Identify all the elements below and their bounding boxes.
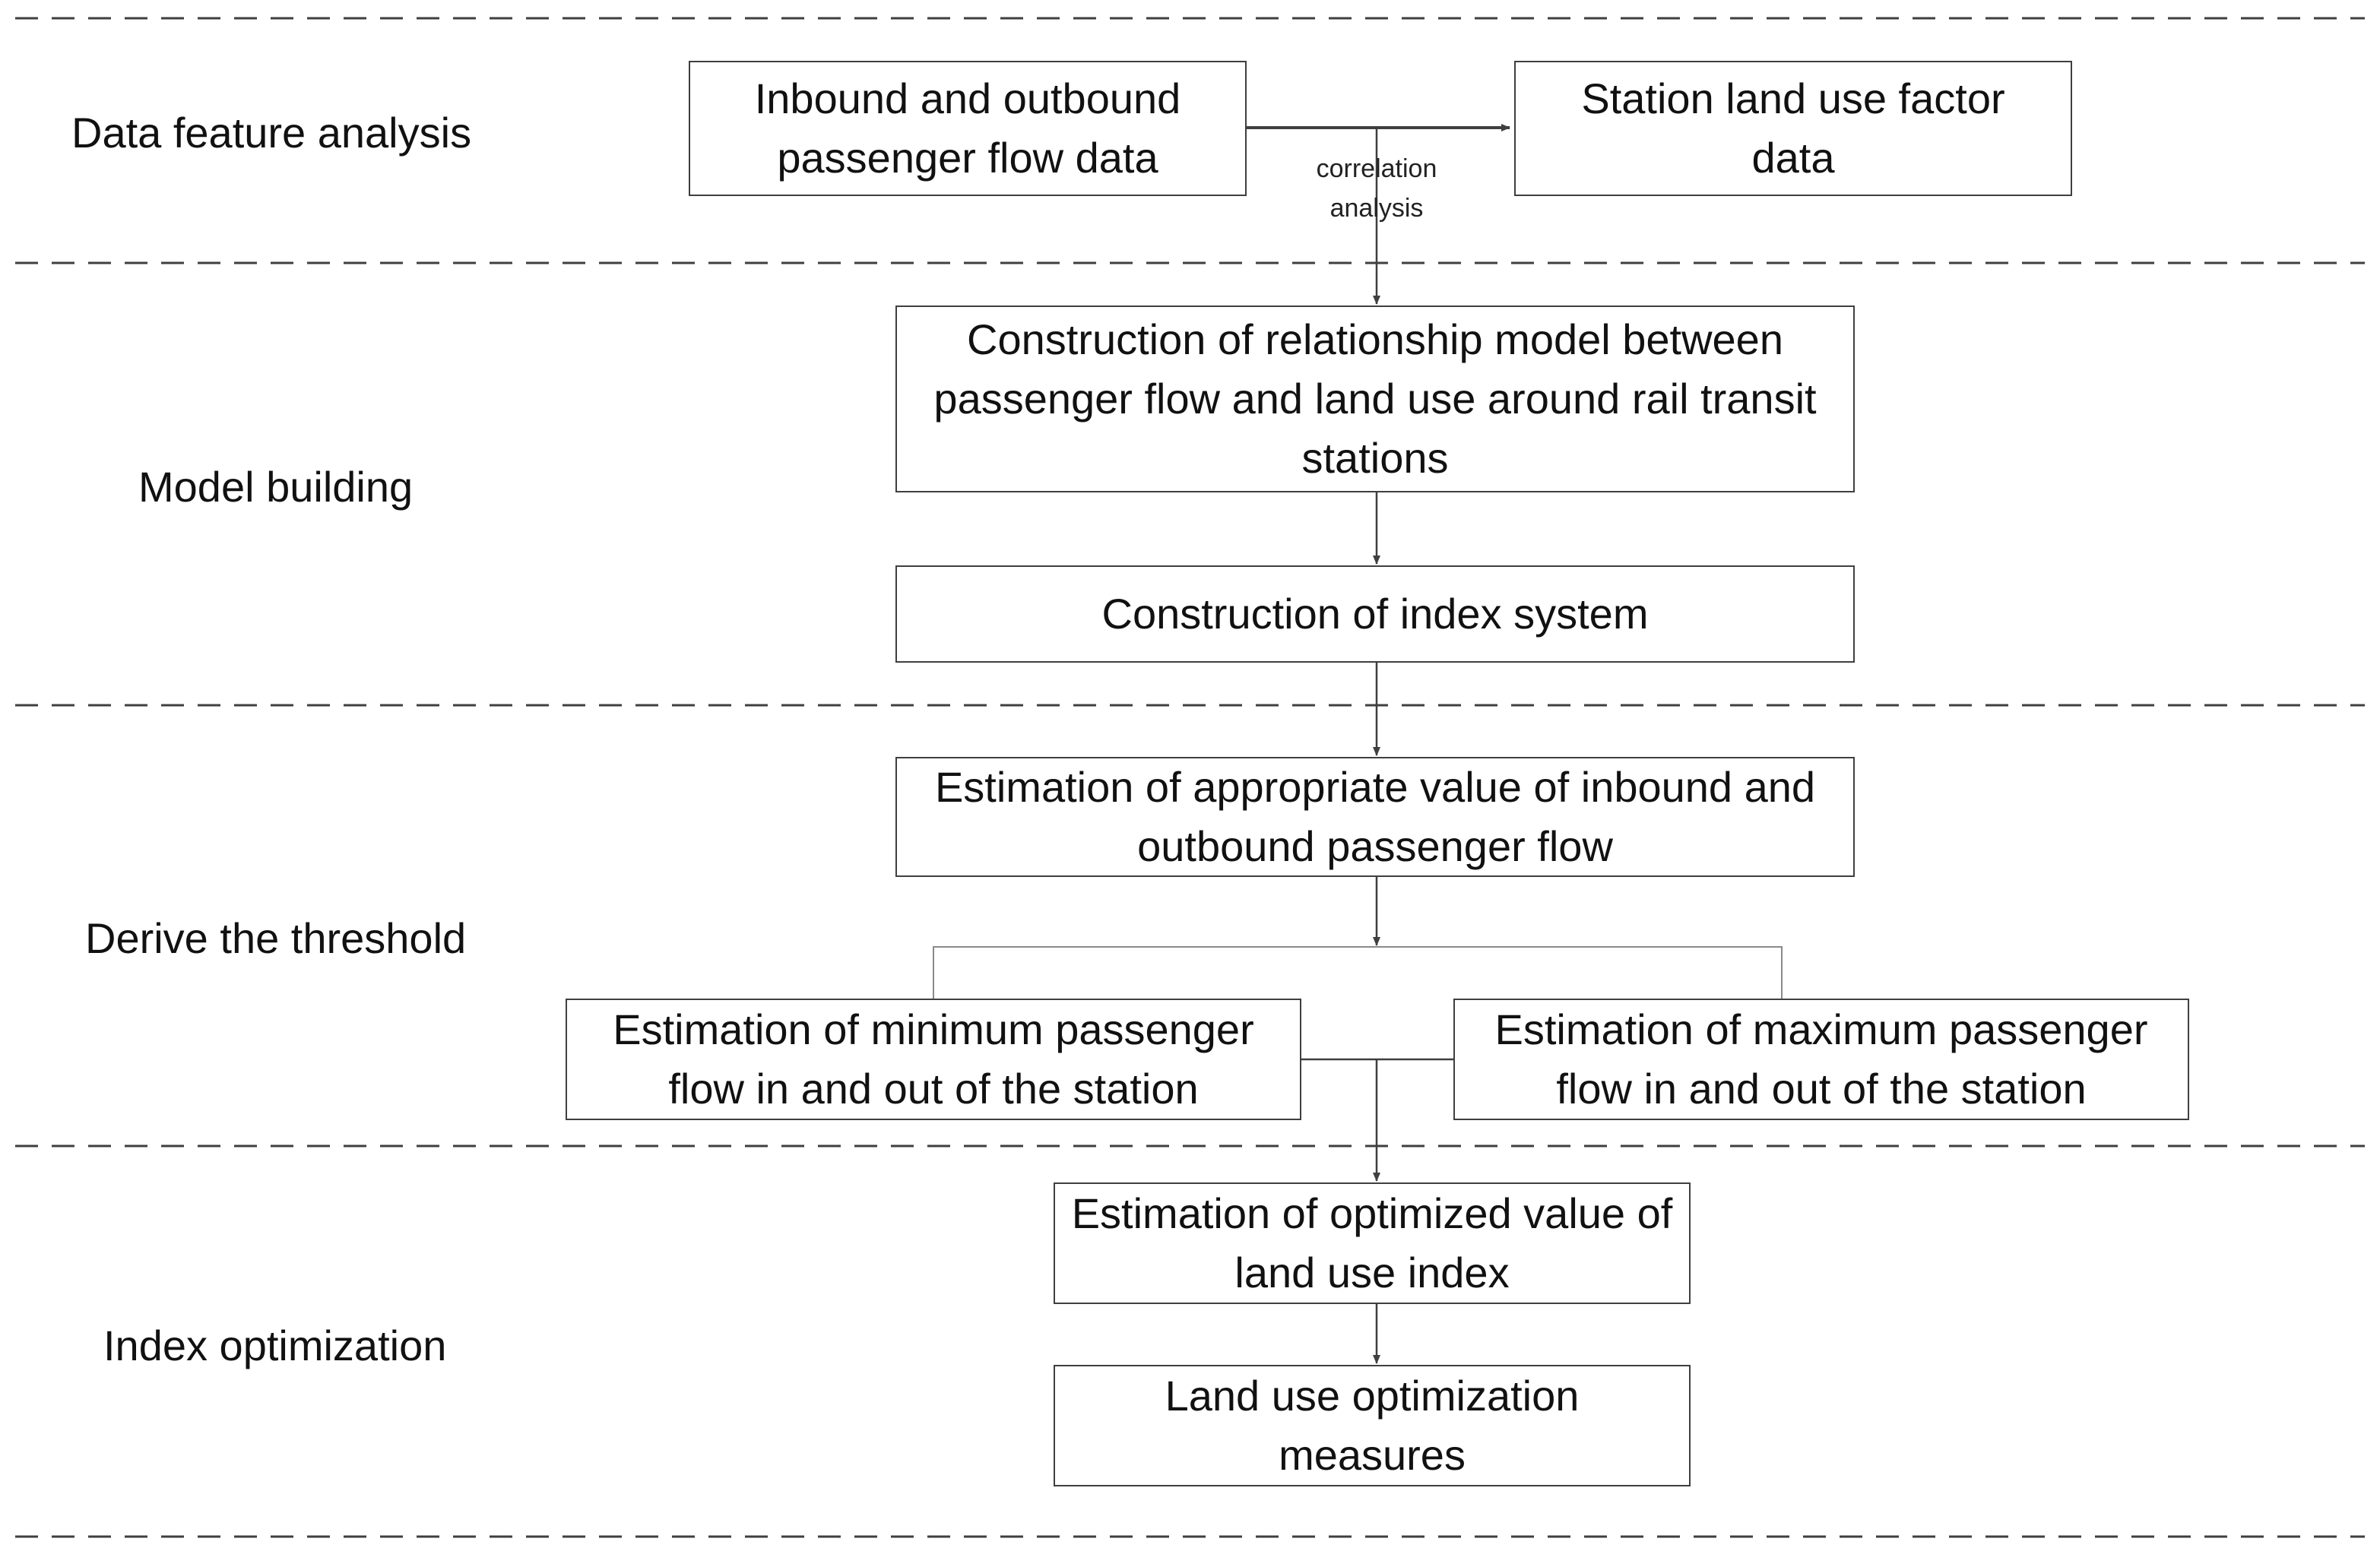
stage-label-model-building: Model building: [138, 463, 414, 511]
correlation-analysis-label: correlation analysis: [1316, 154, 1437, 223]
stage-label-data-feature-analysis: Data feature analysis: [71, 109, 472, 157]
appropriate-value-box: Estimation of appropriate value of inbou…: [895, 757, 1855, 877]
index-system-box: Construction of index system: [895, 565, 1855, 663]
maximum-flow-box: Estimation of maximum passenger flow in …: [1453, 999, 2189, 1120]
stage-label-index-optimization: Index optimization: [103, 1322, 447, 1369]
land-use-factor-data-box: Station land use factor data: [1514, 61, 2072, 196]
optimization-measures-box: Land use optimization measures: [1054, 1365, 1691, 1486]
stage-label-derive-threshold: Derive the threshold: [85, 914, 467, 962]
relationship-model-box: Construction of relationship model betwe…: [895, 305, 1855, 492]
optimized-value-box: Estimation of optimized value of land us…: [1054, 1182, 1691, 1304]
minimum-flow-box: Estimation of minimum passenger flow in …: [566, 999, 1301, 1120]
passenger-flow-data-box: Inbound and outbound passenger flow data: [689, 61, 1247, 196]
branch-bracket: [933, 946, 1783, 999]
